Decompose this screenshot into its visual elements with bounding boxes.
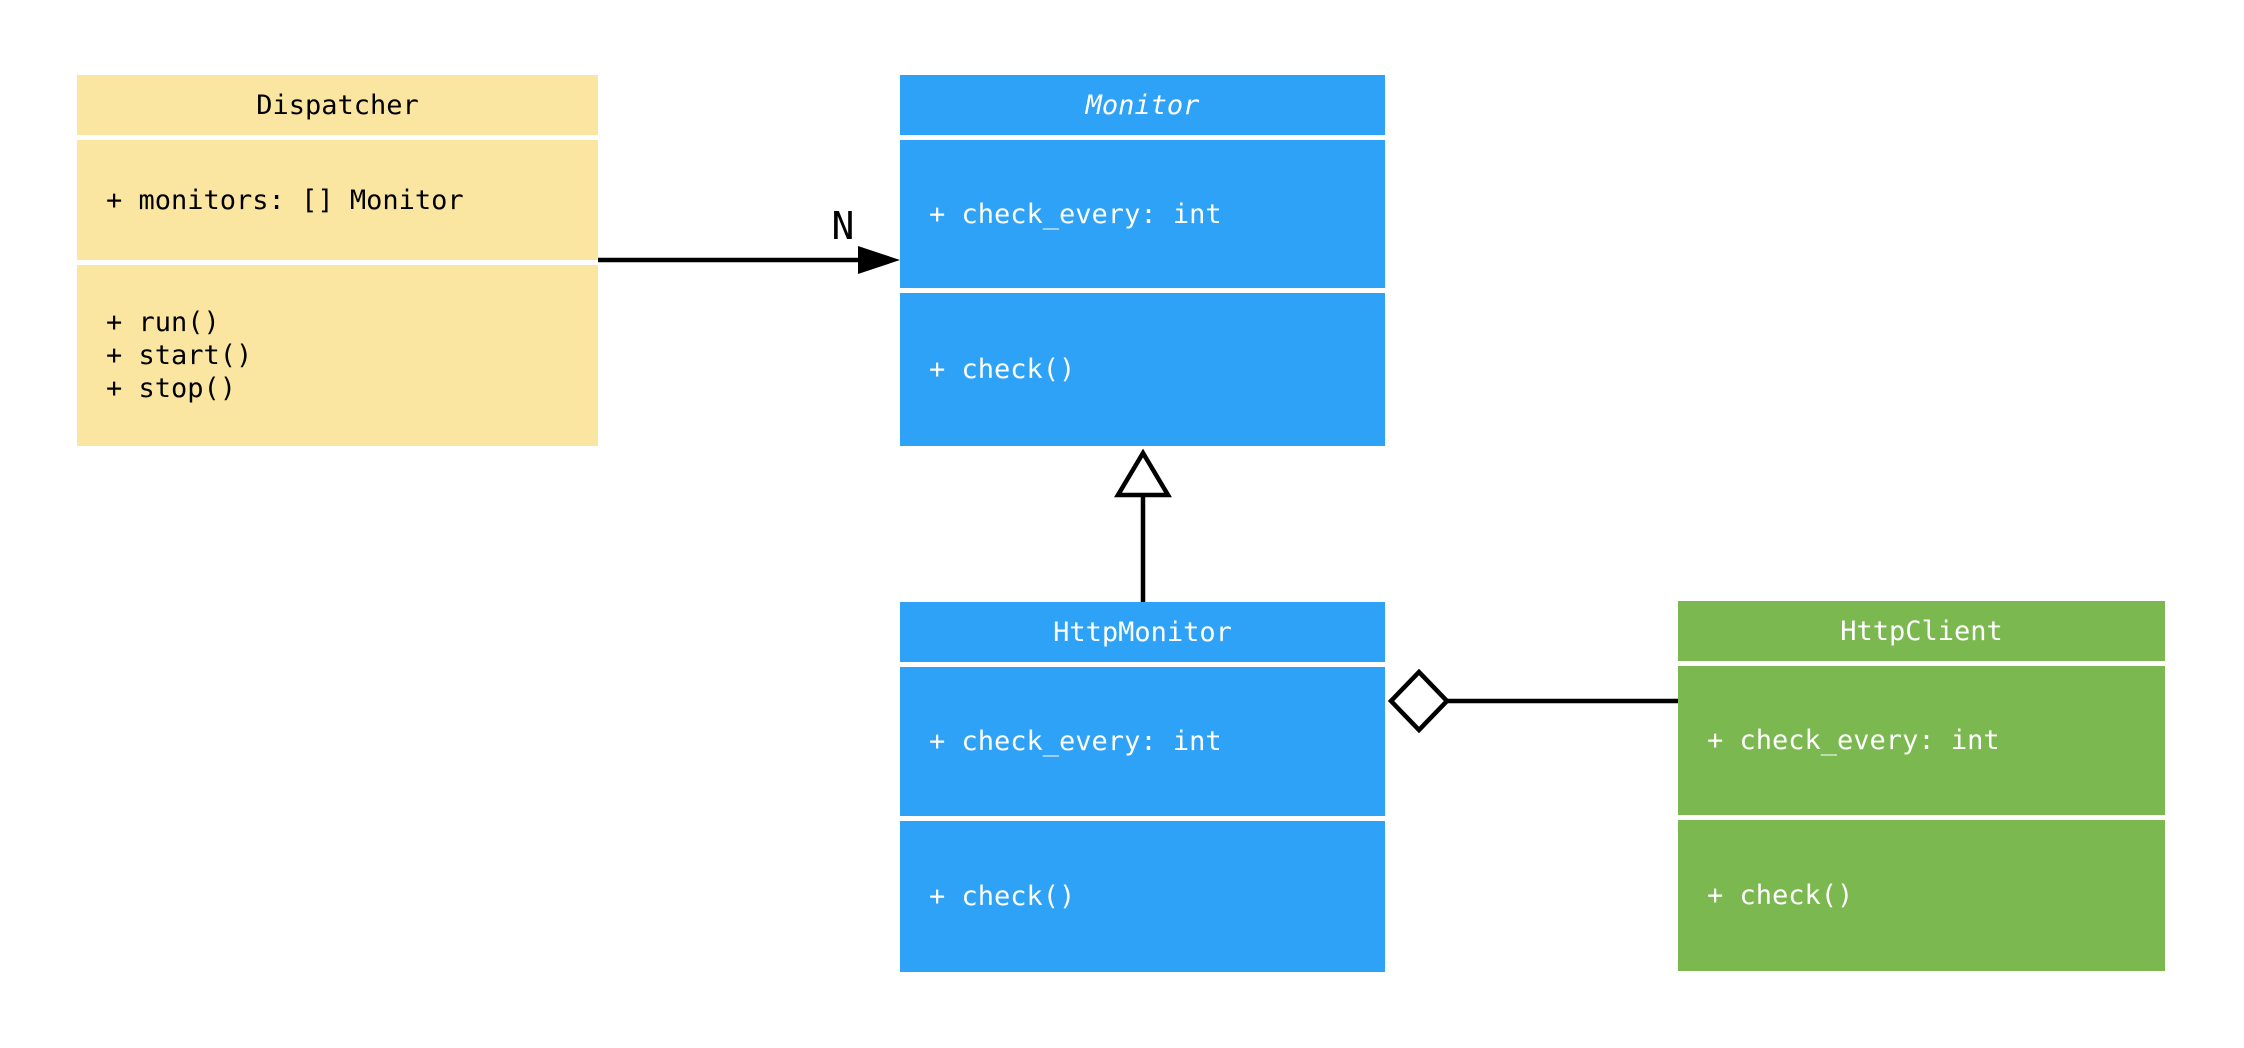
methods-section: + check()	[1678, 820, 2165, 971]
attributes-section: + check_every: int	[900, 140, 1385, 288]
class-title: HttpMonitor	[900, 602, 1385, 662]
multiplicity-label: N	[831, 204, 855, 248]
class-method: + check()	[929, 354, 1076, 385]
class-attribute: + check_every: int	[929, 198, 1222, 230]
methods-section: + run() + start() + stop()	[77, 265, 598, 446]
methods-section: + check()	[900, 293, 1385, 446]
attributes-section: + check_every: int	[900, 667, 1385, 816]
class-attribute: + monitors: [] Monitor	[106, 184, 464, 216]
class-box-httpclient: HttpClient + check_every: int + check()	[1678, 601, 2165, 971]
class-method: + run()	[106, 307, 220, 338]
class-method: + start()	[106, 340, 253, 371]
association-dispatcher-monitor	[598, 246, 900, 274]
class-title: HttpClient	[1678, 601, 2165, 661]
attributes-section: + check_every: int	[1678, 666, 2165, 815]
hollow-triangle-icon	[1114, 448, 1172, 498]
filled-arrowhead-icon	[858, 246, 900, 274]
class-method: + check()	[1707, 880, 1854, 911]
class-method: + stop()	[106, 373, 237, 404]
hollow-diamond-icon	[1387, 668, 1451, 734]
inheritance-httpmonitor-monitor	[1114, 448, 1172, 602]
attributes-section: + monitors: [] Monitor	[77, 140, 598, 260]
class-box-dispatcher: Dispatcher + monitors: [] Monitor + run(…	[77, 75, 598, 446]
class-attribute: + check_every: int	[929, 726, 1222, 757]
class-box-httpmonitor: HttpMonitor + check_every: int + check()	[900, 602, 1385, 972]
class-title: Monitor	[900, 75, 1385, 135]
methods-section: + check()	[900, 821, 1385, 972]
aggregation-httpmonitor-httpclient	[1387, 668, 1678, 734]
class-box-monitor: Monitor + check_every: int + check()	[900, 75, 1385, 446]
class-attribute: + check_every: int	[1707, 725, 2000, 756]
class-title: Dispatcher	[77, 75, 598, 135]
class-method: + check()	[929, 881, 1076, 912]
